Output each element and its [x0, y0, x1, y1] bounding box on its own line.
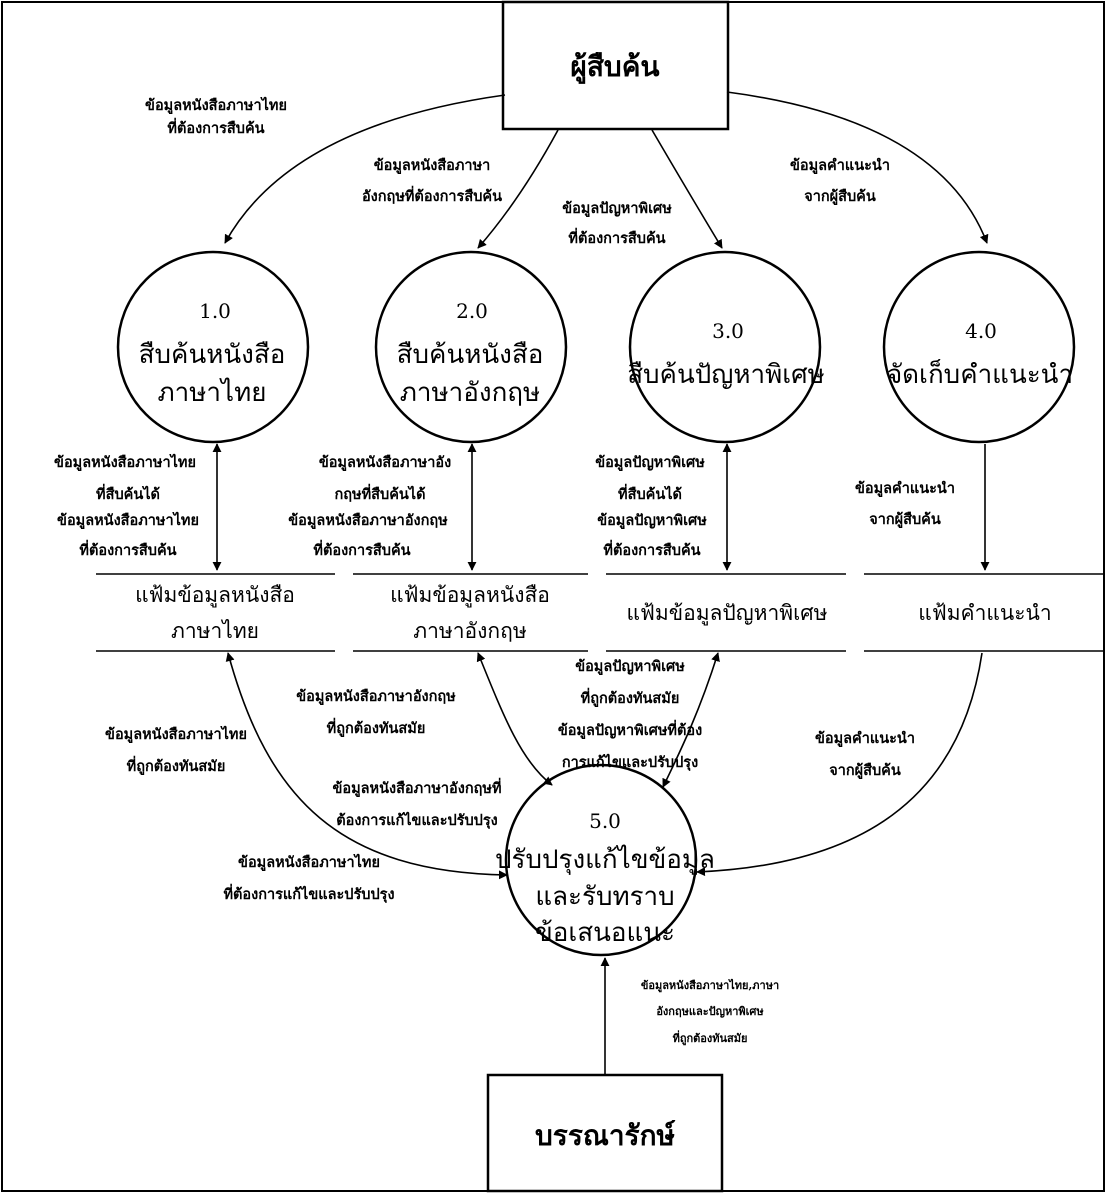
process-5-name-line3: ข้อเสนอแนะ — [535, 918, 675, 948]
label-searcher-to-process-3: ข้อมูลปัญหาพิเศษ ที่ต้องการสืบค้น — [562, 200, 672, 247]
label-store-1-process-5-current: ข้อมูลหนังสือภาษาไทย ที่ถูกต้องทันสมัย — [105, 725, 247, 775]
svg-text:อังกฤษและปัญหาพิเศษ: อังกฤษและปัญหาพิเศษ — [656, 1005, 764, 1018]
process-3-name-line1: สืบค้นปัญหาพิเศษ — [627, 360, 825, 390]
svg-text:ข้อมูลคำแนะนำ: ข้อมูลคำแนะนำ — [790, 157, 890, 174]
svg-text:ที่สืบค้นได้: ที่สืบค้นได้ — [618, 483, 682, 503]
flow-searcher-to-process-3 — [651, 129, 723, 249]
store-3-name-line1: แฟ้มข้อมูลปัญหาพิเศษ — [627, 601, 828, 626]
svg-text:ที่สืบค้นได้: ที่สืบค้นได้ — [96, 483, 160, 503]
svg-text:ที่ต้องการสืบค้น: ที่ต้องการสืบค้น — [313, 539, 410, 559]
svg-text:ที่ถูกต้องทันสมัย: ที่ถูกต้องทันสมัย — [581, 687, 680, 707]
svg-text:ต้องการแก้ไขและปรับปรุง: ต้องการแก้ไขและปรับปรุง — [336, 811, 498, 829]
process-2-circle — [374, 250, 568, 444]
svg-text:จากผู้สืบค้น: จากผู้สืบค้น — [804, 188, 876, 205]
label-store-2-process-5-current: ข้อมูลหนังสือภาษาอังกฤษ ที่ถูกต้องทันสมั… — [296, 688, 456, 737]
label-process-2-store-2: ข้อมูลหนังสือภาษาอัง กฤษที่สืบค้นได้ ข้อ… — [288, 454, 451, 559]
label-process-4-store-4: ข้อมูลคำแนะนำ จากผู้สืบค้น — [855, 480, 955, 528]
flow-searcher-to-process-2 — [477, 129, 559, 249]
svg-text:ที่ถูกต้องทันสมัย: ที่ถูกต้องทันสมัย — [673, 1030, 748, 1046]
svg-text:ข้อมูลหนังสือภาษาอังกฤษ: ข้อมูลหนังสือภาษาอังกฤษ — [296, 688, 456, 705]
process-1-number: 1.0 — [199, 299, 231, 323]
svg-text:ข้อมูลปัญหาพิเศษ: ข้อมูลปัญหาพิเศษ — [575, 658, 685, 675]
store-4-name-line1: แฟ้มคำแนะนำ — [918, 601, 1051, 625]
label-searcher-to-process-4: ข้อมูลคำแนะนำ จากผู้สืบค้น — [790, 157, 890, 205]
label-store-3-process-5: ข้อมูลปัญหาพิเศษ ที่ถูกต้องทันสมัย ข้อมู… — [558, 658, 702, 771]
process-4-number: 4.0 — [965, 319, 997, 343]
flow-store-3-process-5 — [662, 652, 720, 788]
store-2-name-line2: ภาษาอังกฤษ — [413, 619, 526, 643]
svg-text:ที่ต้องการสืบค้น: ที่ต้องการสืบค้น — [568, 227, 665, 247]
svg-text:ข้อมูลหนังสือภาษาอัง: ข้อมูลหนังสือภาษาอัง — [319, 454, 451, 471]
label-searcher-to-process-2: ข้อมูลหนังสือภาษา อังกฤษที่ต้องการสืบค้น — [362, 157, 502, 205]
svg-text:ที่ต้องการแก้ไขและปรับปรุง: ที่ต้องการแก้ไขและปรับปรุง — [223, 883, 394, 903]
svg-text:การแก้ไขและปรับปรุง: การแก้ไขและปรับปรุง — [562, 753, 698, 771]
svg-text:ที่ถูกต้องทันสมัย: ที่ถูกต้องทันสมัย — [127, 755, 226, 775]
process-5-number: 5.0 — [589, 809, 621, 833]
svg-text:ที่ต้องการสืบค้น: ที่ต้องการสืบค้น — [79, 539, 176, 559]
flow-store-2-process-5 — [476, 652, 553, 786]
flow-store-4-process-5 — [696, 652, 983, 877]
svg-text:จากผู้สืบค้น: จากผู้สืบค้น — [829, 762, 901, 779]
process-5-name-line2: และรับทราบ — [535, 882, 674, 912]
entity-librarian-label: บรรณารักษ์ — [535, 1119, 676, 1152]
process-3-number: 3.0 — [712, 319, 744, 343]
flow-searcher-to-process-4 — [726, 91, 989, 244]
process-2-name-line1: สืบค้นหนังสือ — [397, 340, 544, 370]
svg-text:ข้อมูลคำแนะนำ: ข้อมูลคำแนะนำ — [815, 730, 915, 747]
label-searcher-to-process-1: ข้อมูลหนังสือภาษาไทย ที่ต้องการสืบค้น — [145, 96, 287, 137]
svg-text:ข้อมูลหนังสือภาษาไทย: ข้อมูลหนังสือภาษาไทย — [238, 853, 380, 871]
process-1-circle — [116, 250, 310, 444]
svg-text:ข้อมูลหนังสือภาษาไทย: ข้อมูลหนังสือภาษาไทย — [105, 725, 247, 743]
svg-text:ที่ต้องการสืบค้น: ที่ต้องการสืบค้น — [603, 539, 700, 559]
label-store-1-process-5-update: ข้อมูลหนังสือภาษาไทย ที่ต้องการแก้ไขและป… — [223, 853, 394, 903]
svg-text:ข้อมูลหนังสือภาษา: ข้อมูลหนังสือภาษา — [374, 157, 491, 174]
svg-text:ข้อมูลปัญหาพิเศษ: ข้อมูลปัญหาพิเศษ — [595, 454, 705, 471]
label-store-4-process-5: ข้อมูลคำแนะนำ จากผู้สืบค้น — [815, 730, 915, 779]
svg-text:ที่ต้องการสืบค้น: ที่ต้องการสืบค้น — [167, 117, 264, 137]
svg-text:ข้อมูลปัญหาพิเศษ: ข้อมูลปัญหาพิเศษ — [562, 200, 672, 217]
svg-text:ข้อมูลคำแนะนำ: ข้อมูลคำแนะนำ — [855, 480, 955, 497]
label-process-3-store-3: ข้อมูลปัญหาพิเศษ ที่สืบค้นได้ ข้อมูลปัญห… — [595, 454, 707, 559]
store-1-name-line1: แฟ้มข้อมูลหนังสือ — [135, 583, 295, 608]
svg-text:ข้อมูลหนังสือภาษาอังกฤษ: ข้อมูลหนังสือภาษาอังกฤษ — [288, 512, 448, 529]
label-store-2-process-5-update: ข้อมูลหนังสือภาษาอังกฤษที่ ต้องการแก้ไขแ… — [332, 777, 501, 829]
svg-text:จากผู้สืบค้น: จากผู้สืบค้น — [869, 511, 941, 528]
svg-text:ข้อมูลปัญหาพิเศษที่ต้อง: ข้อมูลปัญหาพิเศษที่ต้อง — [558, 719, 702, 739]
flow-searcher-to-process-1 — [224, 94, 506, 244]
label-librarian-to-process-5: ข้อมูลหนังสือภาษาไทย,ภาษา อังกฤษและปัญหา… — [641, 978, 779, 1046]
flow-store-1-process-5 — [225, 652, 508, 880]
store-2-name-line1: แฟ้มข้อมูลหนังสือ — [390, 583, 550, 608]
process-4-circle — [882, 250, 1076, 444]
entity-searcher-box — [501, 0, 730, 131]
svg-text:ข้อมูลปัญหาพิเศษ: ข้อมูลปัญหาพิเศษ — [597, 512, 707, 529]
svg-text:ข้อมูลหนังสือภาษาอังกฤษที่: ข้อมูลหนังสือภาษาอังกฤษที่ — [332, 777, 501, 797]
entity-searcher-label: ผู้สืบค้น — [570, 50, 659, 84]
process-2-number: 2.0 — [456, 299, 488, 323]
svg-text:ข้อมูลหนังสือภาษาไทย: ข้อมูลหนังสือภาษาไทย — [57, 511, 199, 529]
process-1-name-line1: สืบค้นหนังสือ — [139, 340, 286, 370]
process-1-name-line2: ภาษาไทย — [158, 377, 267, 408]
process-4-name-line1: จัดเก็บคำแนะนำ — [887, 358, 1073, 390]
process-5-name-line1: ปรับปรุงแก้ไขข้อมูล — [495, 844, 715, 875]
entity-librarian-box — [486, 1073, 724, 1193]
svg-text:อังกฤษที่ต้องการสืบค้น: อังกฤษที่ต้องการสืบค้น — [362, 185, 502, 205]
svg-text:ข้อมูลหนังสือภาษาไทย: ข้อมูลหนังสือภาษาไทย — [145, 96, 287, 114]
process-3-circle — [628, 250, 822, 444]
store-1-name-line2: ภาษาไทย — [171, 619, 259, 643]
label-process-1-store-1: ข้อมูลหนังสือภาษาไทย ที่สืบค้นได้ ข้อมูล… — [54, 453, 199, 559]
svg-text:ข้อมูลหนังสือภาษาไทย,ภาษา: ข้อมูลหนังสือภาษาไทย,ภาษา — [641, 978, 779, 993]
process-2-name-line2: ภาษาอังกฤษ — [400, 378, 540, 408]
svg-text:ที่ถูกต้องทันสมัย: ที่ถูกต้องทันสมัย — [327, 717, 426, 737]
svg-text:ข้อมูลหนังสือภาษาไทย: ข้อมูลหนังสือภาษาไทย — [54, 453, 196, 471]
svg-text:กฤษที่สืบค้นได้: กฤษที่สืบค้นได้ — [334, 483, 425, 503]
